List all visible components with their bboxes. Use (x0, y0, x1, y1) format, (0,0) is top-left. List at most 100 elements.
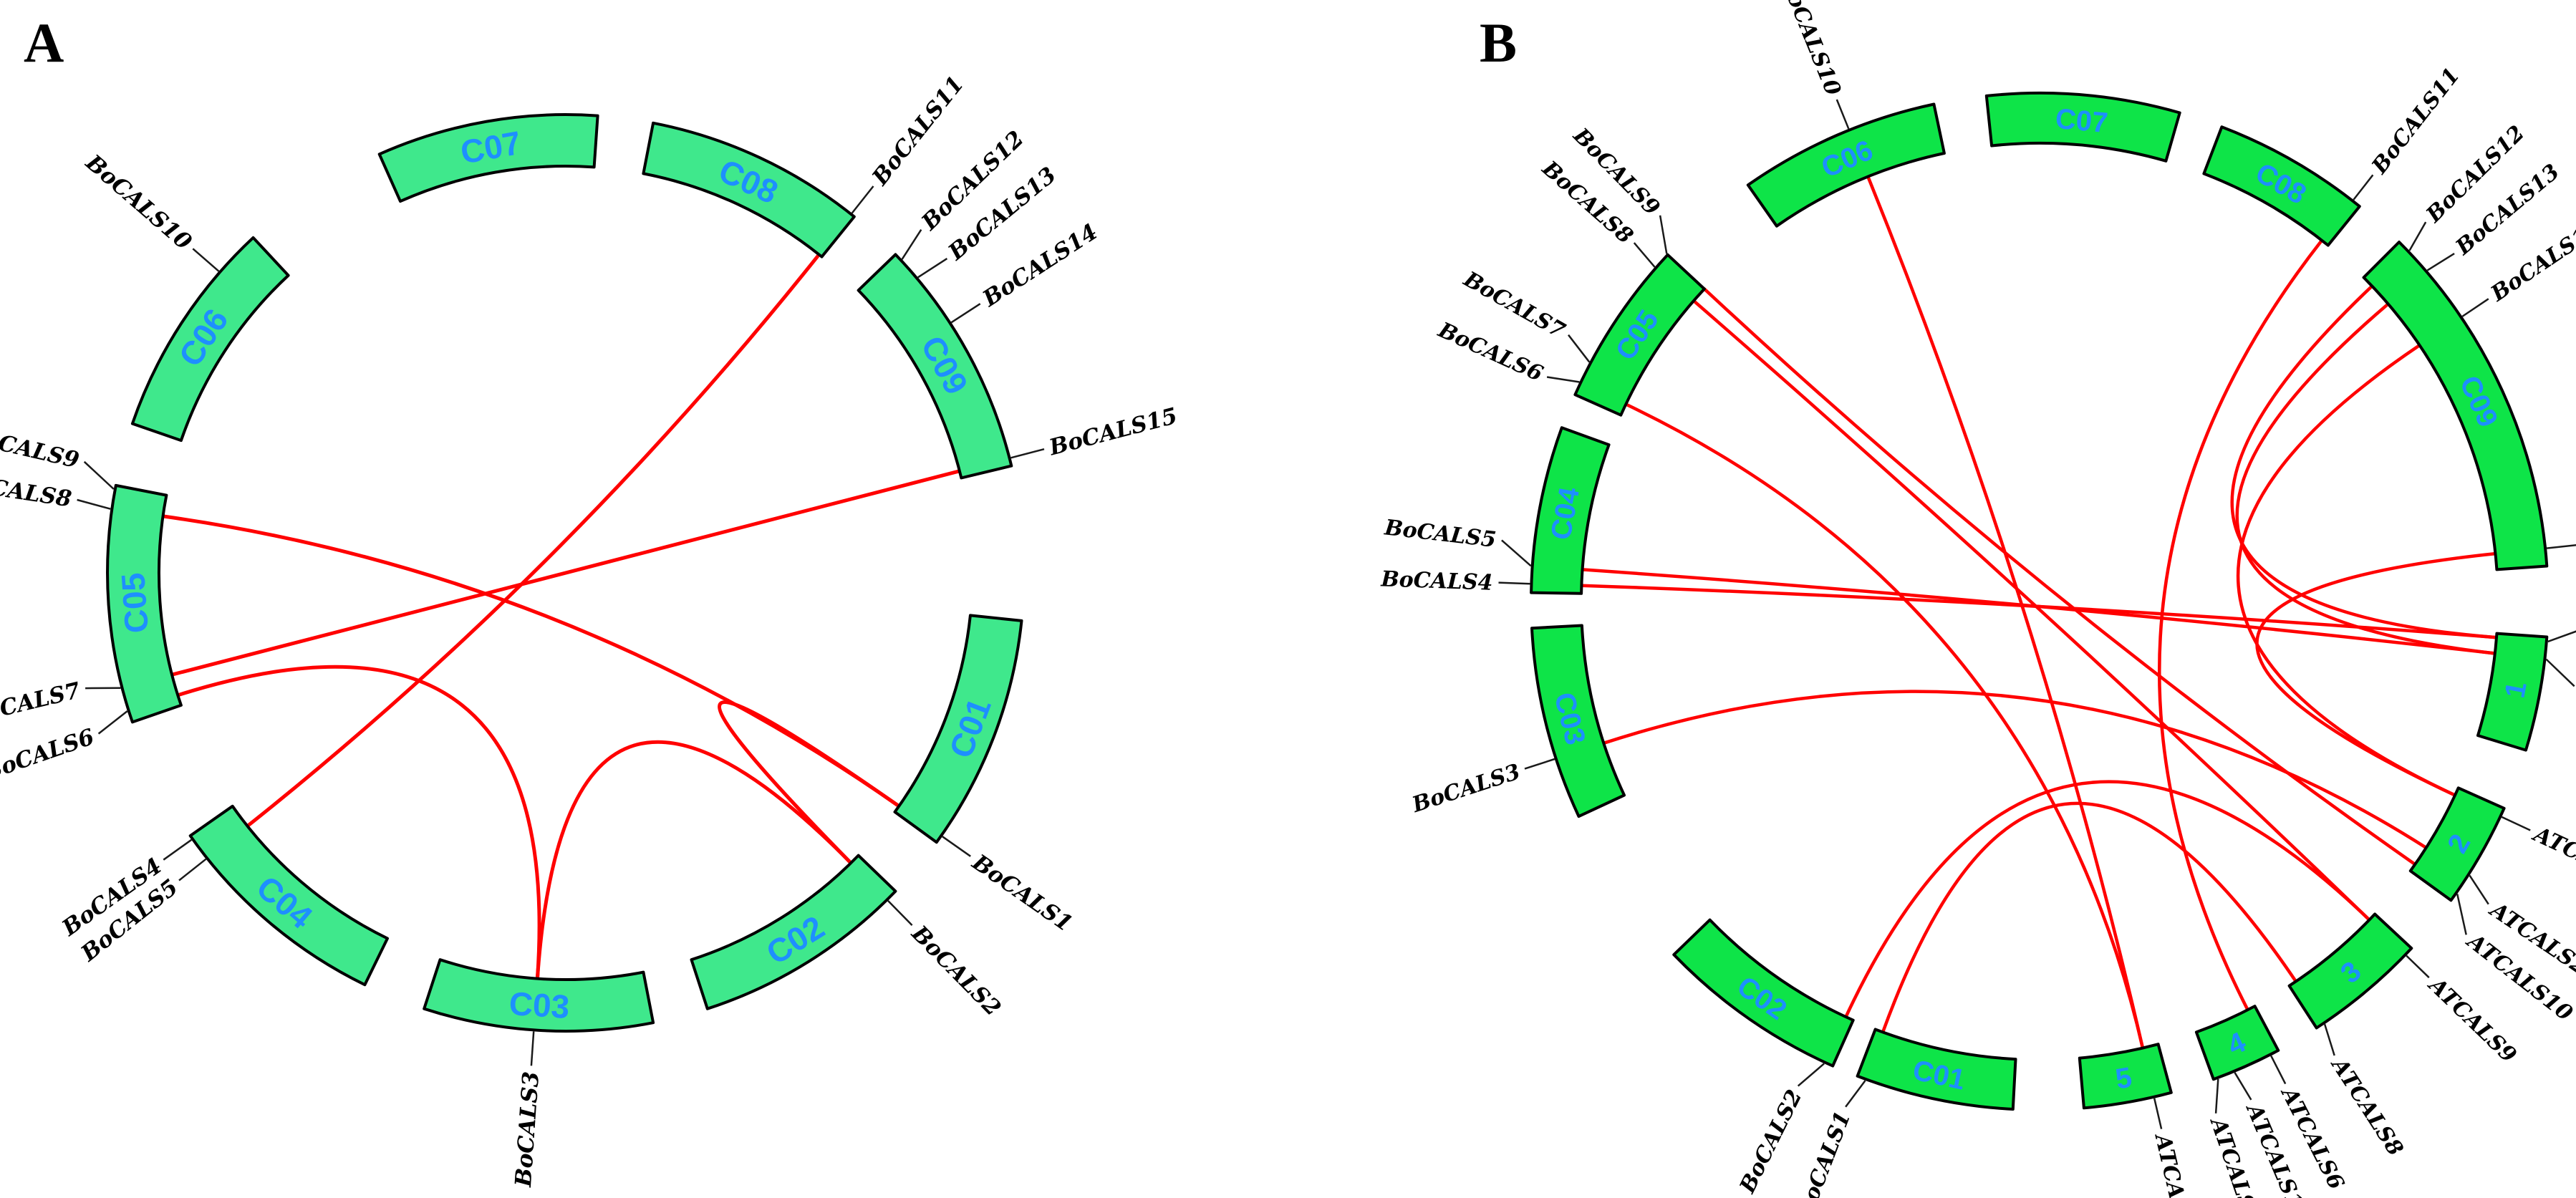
gene-label-ATCALS9-B: ATCALS9 (2423, 972, 2522, 1068)
gene-tick-BoCALS4-A (163, 839, 193, 861)
segment-C03-A (423, 958, 655, 1033)
chromosome-label-C03-A: C03 (508, 985, 570, 1025)
gene-tick-BoCALS2-A (887, 900, 913, 926)
gene-label-BoCALS1-A: BoCALS1 (967, 849, 1077, 937)
links-group-B (1580, 175, 2499, 1050)
gene-label-ATCALS3-B: ATCALS3 (2149, 1130, 2199, 1198)
segment-C06-B (1746, 102, 1946, 228)
segment-C01-A (893, 614, 1023, 844)
panel-A: C07C08C09C01C02C03C04C05C06BoCALS1BoCALS… (0, 72, 1180, 1189)
segment-C05-B (1573, 253, 1706, 417)
gene-tick-BoCALS13-A (917, 258, 948, 279)
synteny-link-BoCALS13-ATCALS7 (2235, 302, 2497, 655)
synteny-link-BoCALS6-BoCALS3 (175, 665, 541, 981)
gene-tick-BoCALS8-A (77, 498, 111, 510)
segment-C06-A (130, 236, 290, 443)
panel-B: C07C08C0912345C01C02C03C04C05C06BoCALS1B… (1380, 0, 2576, 1198)
gene-tick-BoCALS15-B (2546, 544, 2576, 549)
synteny-link-BoCALS14-ATCALS5 (2236, 343, 2457, 797)
gene-label-BoCALS5-B: BoCALS5 (1383, 515, 1497, 553)
gene-label-BoCALS8-A: BoCALS8 (0, 470, 73, 513)
synteny-link-BoCALS3-BoCALS2 (535, 740, 853, 981)
gene-tick-BoCALS9-A (83, 460, 115, 490)
gene-tick-BoCALS7-B (1568, 334, 1591, 363)
synteny-link-BoCALS15-ATCALS5 (2255, 551, 2497, 797)
synteny-link-BoCALS7-BoCALS15 (170, 469, 962, 677)
gene-tick-BoCALS6-A (97, 710, 128, 735)
gene-tick-BoCALS13-B (2426, 253, 2455, 271)
gene-tick-ATCALS3-B (2153, 1098, 2163, 1129)
segment-C02-B (1672, 918, 1855, 1068)
gene-tick-BoCALS10-B (1835, 99, 1850, 130)
panel-b-letter: B (1480, 11, 1517, 74)
segment-C04-B (1530, 426, 1611, 595)
gene-tick-BoCALS3-A (530, 1031, 535, 1066)
gene-tick-BoCALS9-B (1659, 215, 1668, 254)
chromosome-label-C05-A: C05 (114, 571, 155, 634)
gene-tick-BoCALS15-A (1010, 448, 1045, 459)
gene-tick-BoCALS6-B (1546, 376, 1580, 383)
synteny-link-BoCALS10-ATCALS3 (1866, 175, 2145, 1050)
synteny-link-BoCALS1-BoCALS2 (718, 700, 901, 865)
gene-tick-BoCALS3-B (1524, 758, 1555, 770)
synteny-link-BoCALS6-ATCALS3 (1624, 402, 2145, 1050)
gene-label-BoCALS3-B: BoCALS3 (1409, 759, 1523, 818)
synteny-link-BoCALS5-ATCALS7 (1581, 568, 2497, 655)
gene-label-BoCALS15-A: BoCALS15 (1046, 403, 1180, 461)
synteny-link-BoCALS11-BoCALS5 (246, 253, 821, 829)
segment-C04-A (188, 804, 389, 987)
segment-C05-A (106, 483, 183, 724)
gene-tick-ATCALS6-B (2270, 1055, 2287, 1085)
synteny-link-BoCALS3-ATCALS2 (1602, 690, 2428, 850)
gene-label-BoCALS10-A: BoCALS10 (80, 149, 197, 255)
segment-C02-A (690, 854, 897, 1010)
gene-label-BoCALS4-B: BoCALS4 (1380, 566, 1493, 595)
gene-tick-BoCALS5-B (1501, 539, 1532, 567)
gene-tick-BoCALS1-B (1845, 1080, 1866, 1108)
segment-3-B (2287, 912, 2413, 1030)
gene-label-BoCALS9-A: BoCALS9 (0, 422, 82, 474)
segment-1-B (2476, 632, 2549, 752)
gene-label-BoCALS11-B: BoCALS11 (2367, 63, 2465, 179)
gene-tick-ATCALS2-B (2469, 874, 2489, 905)
synteny-link-BoCALS4-ATCALS1 (1580, 584, 2499, 639)
gene-tick-BoCALS14-B (2461, 298, 2489, 317)
segment-C09-B (2362, 241, 2549, 571)
gene-label-BoCALS10-B: BoCALS10 (1775, 0, 1846, 100)
synteny-link-BoCALS11-ATCALS6 (2158, 238, 2324, 1012)
gene-tick-BoCALS8-B (1633, 242, 1656, 268)
synteny-link-BoCALS8-ATCALS9 (1692, 299, 2371, 922)
gene-label-BoCALS2-B: BoCALS2 (1735, 1086, 1807, 1197)
gene-tick-BoCALS14-A (950, 303, 981, 324)
segment-C07-A (377, 113, 599, 203)
segment-4-B (2194, 1005, 2280, 1081)
gene-label-ATCALS8-B: ATCALS8 (2325, 1052, 2408, 1160)
gene-label-BoCALS2-A: BoCALS2 (906, 920, 1005, 1021)
gene-tick-BoCALS11-A (851, 185, 874, 214)
gene-tick-ATCALS8-B (2323, 1023, 2335, 1056)
gene-tick-ATCALS12-B (2234, 1072, 2252, 1101)
gene-tick-ATCALS10-B (2456, 894, 2467, 935)
segment-C01-B (1856, 1028, 2017, 1111)
gene-tick-ATCALS9-B (2406, 955, 2430, 979)
segment-C07-B (1984, 92, 2181, 163)
chromosome-label-C07-B: C07 (2054, 103, 2109, 139)
segment-C03-B (1530, 624, 1626, 818)
gene-tick-BoCALS5-A (178, 858, 207, 881)
gene-label-BoCALS7-A: BoCALS7 (0, 677, 83, 730)
gene-tick-ATCALS7-B (2545, 658, 2575, 687)
segment-C08-A (642, 121, 856, 259)
segment-2-B (2408, 786, 2506, 902)
gene-label-ATCALS5-B: ATCALS5 (2528, 821, 2576, 892)
synteny-link-BoCALS9-ATCALS10 (1702, 287, 2417, 866)
links-group-A (161, 253, 962, 981)
panel-a-letter: A (24, 11, 64, 74)
segment-C08-B (2202, 125, 2361, 247)
gene-tick-BoCALS12-A (901, 229, 922, 260)
gene-label-BoCALS3-A: BoCALS3 (511, 1071, 544, 1188)
gene-tick-BoCALS4-B (1498, 581, 1530, 585)
gene-tick-BoCALS2-B (1797, 1063, 1825, 1087)
gene-label-BoCALS6-A: BoCALS6 (0, 724, 97, 786)
